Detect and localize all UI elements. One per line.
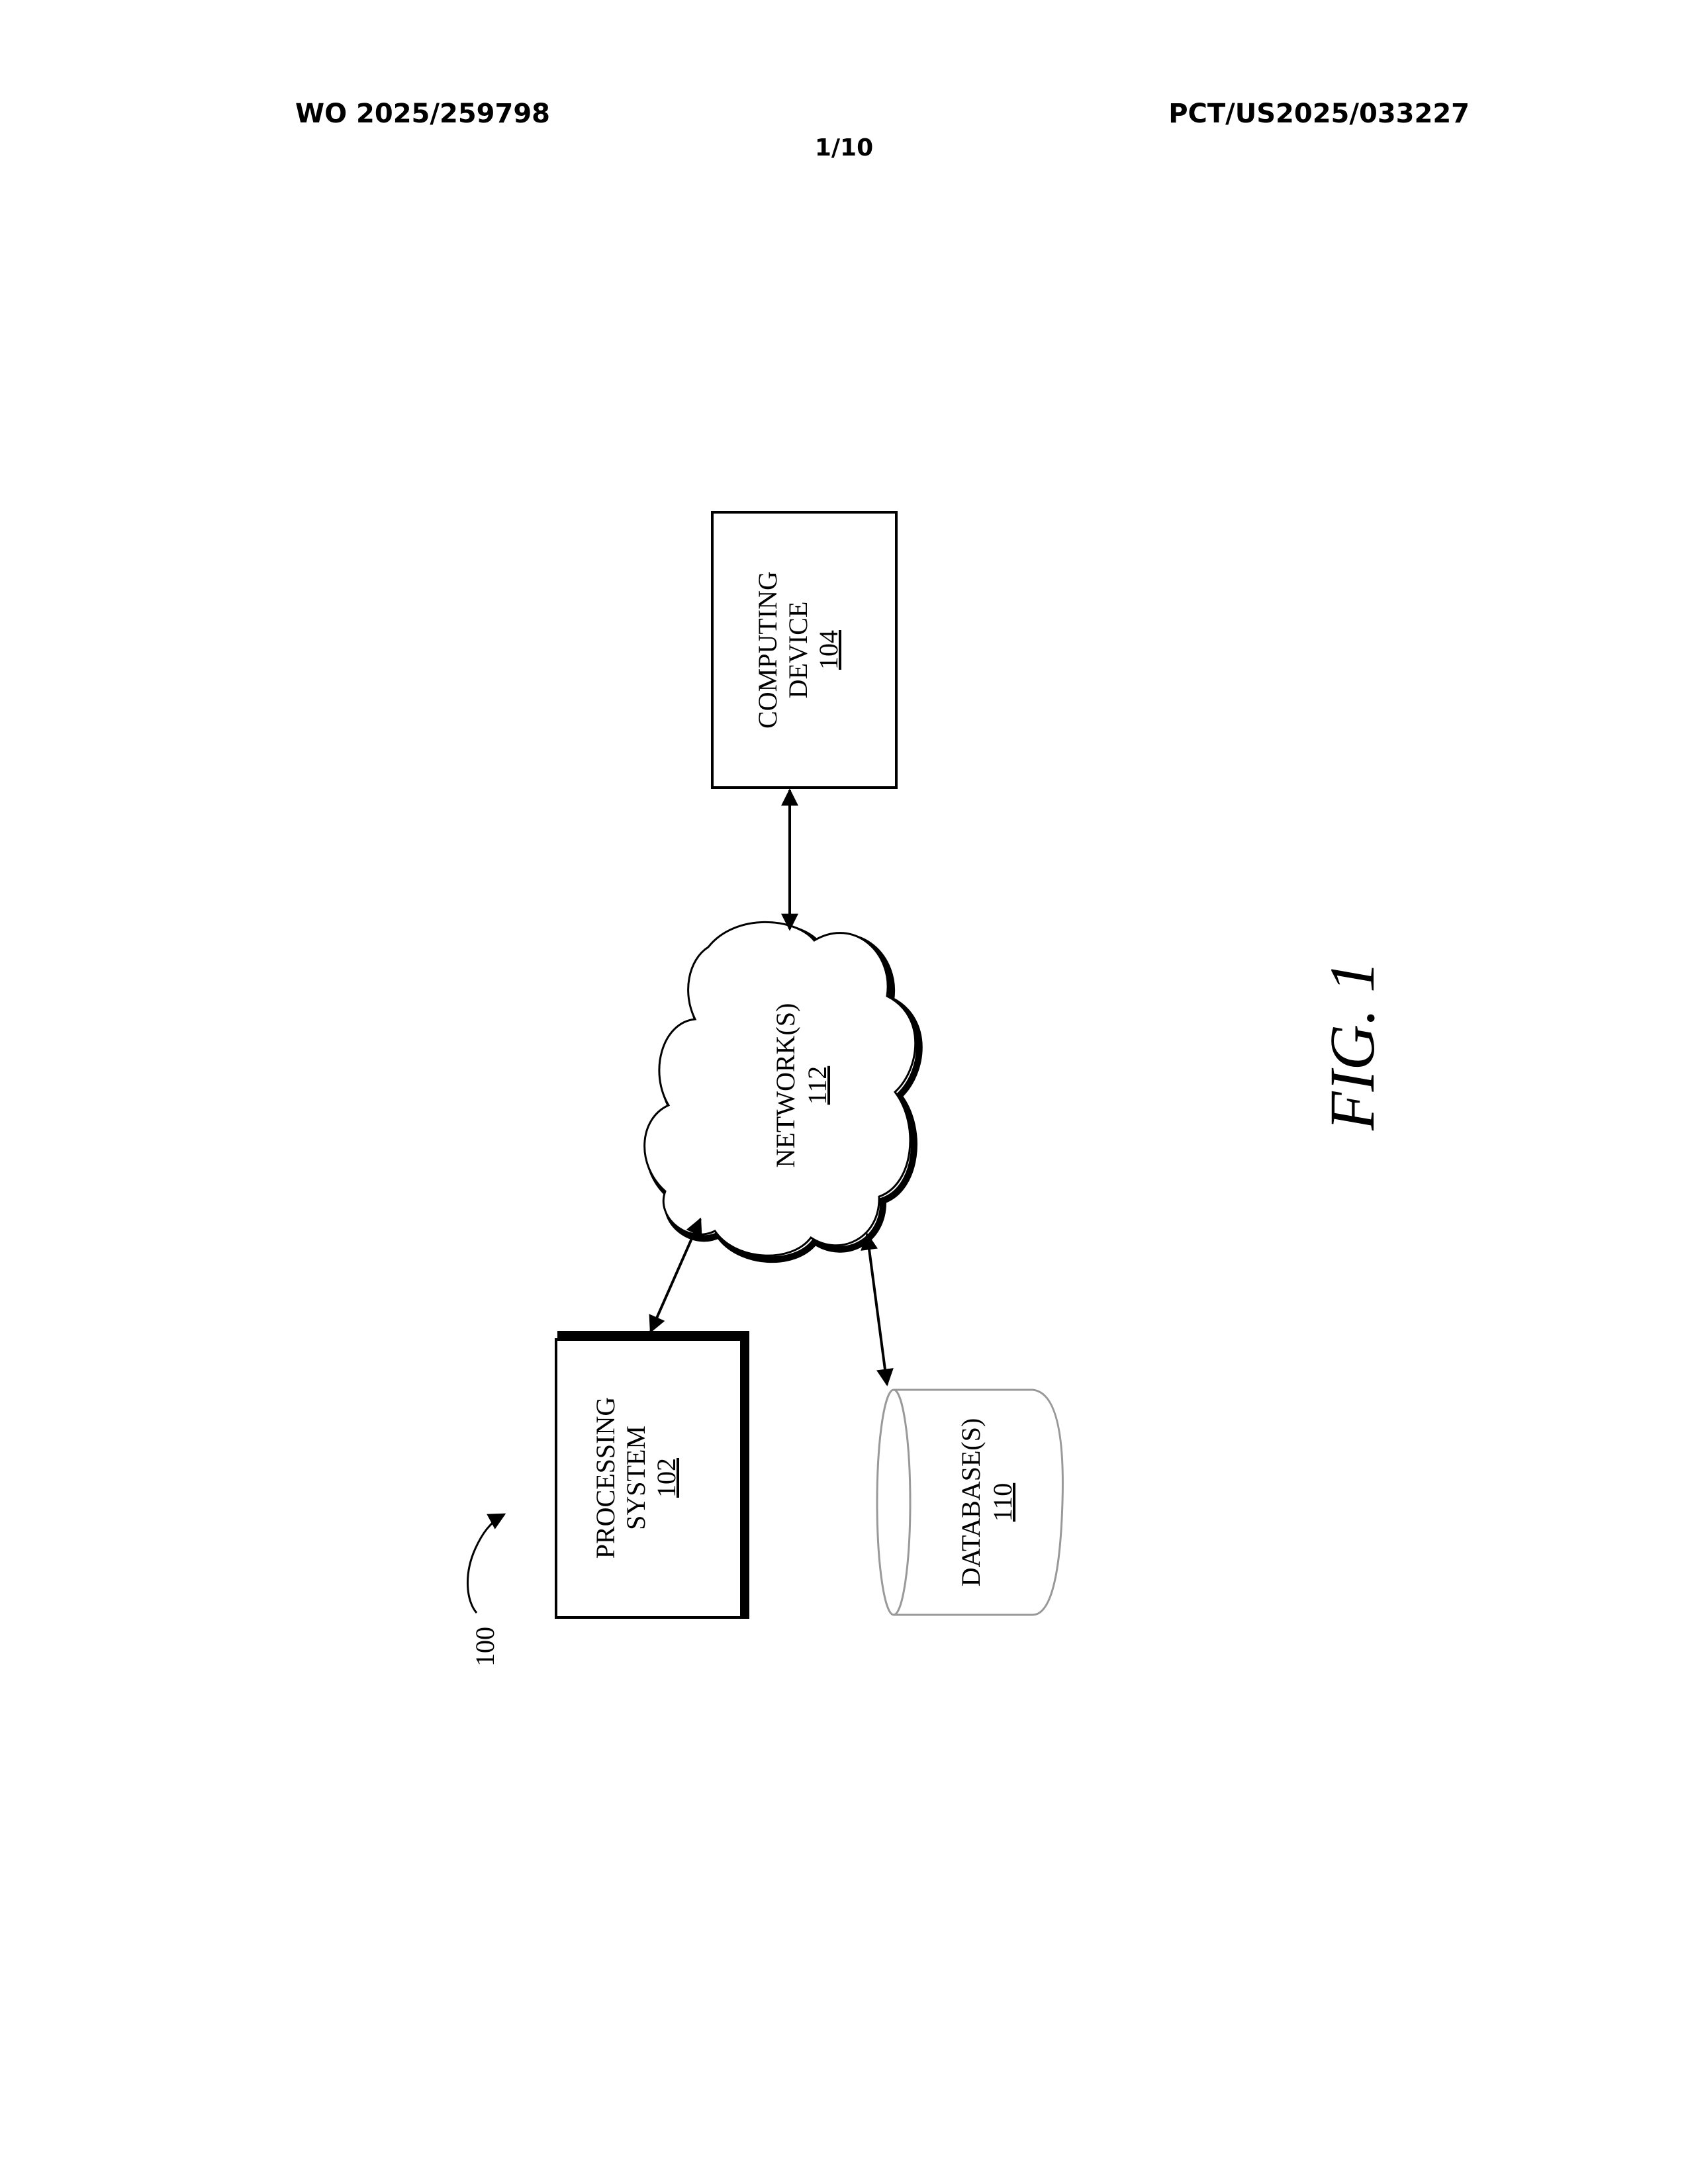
network-node: NETWORK(S) 112	[645, 922, 919, 1259]
computing-device-label-line1: COMPUTING	[753, 571, 782, 729]
system-reference: 100	[467, 1514, 504, 1666]
database-ref: 110	[988, 1483, 1017, 1522]
network-label: NETWORK(S)	[771, 1003, 800, 1168]
system-ref-number: 100	[470, 1627, 500, 1666]
figure-caption: FIG. 1	[1317, 961, 1387, 1131]
processing-system-label-line2: SYSTEM	[621, 1426, 651, 1530]
computing-device-node: COMPUTING DEVICE 104	[712, 512, 896, 788]
database-end	[877, 1390, 910, 1615]
connector-network-processing-system	[651, 1219, 700, 1332]
database-label: DATABASE(S)	[956, 1418, 986, 1587]
processing-system-ref: 102	[651, 1458, 681, 1498]
network-ref: 112	[802, 1066, 832, 1105]
processing-system-label-line1: PROCESSING	[590, 1397, 620, 1559]
computing-device-ref: 104	[814, 630, 843, 670]
computing-device-label-line2: DEVICE	[783, 602, 813, 699]
system-ref-leader	[467, 1514, 504, 1613]
database-node: DATABASE(S) 110	[877, 1390, 1062, 1615]
connector-network-database	[867, 1234, 887, 1385]
processing-system-node: PROCESSING SYSTEM 102	[556, 1335, 745, 1619]
